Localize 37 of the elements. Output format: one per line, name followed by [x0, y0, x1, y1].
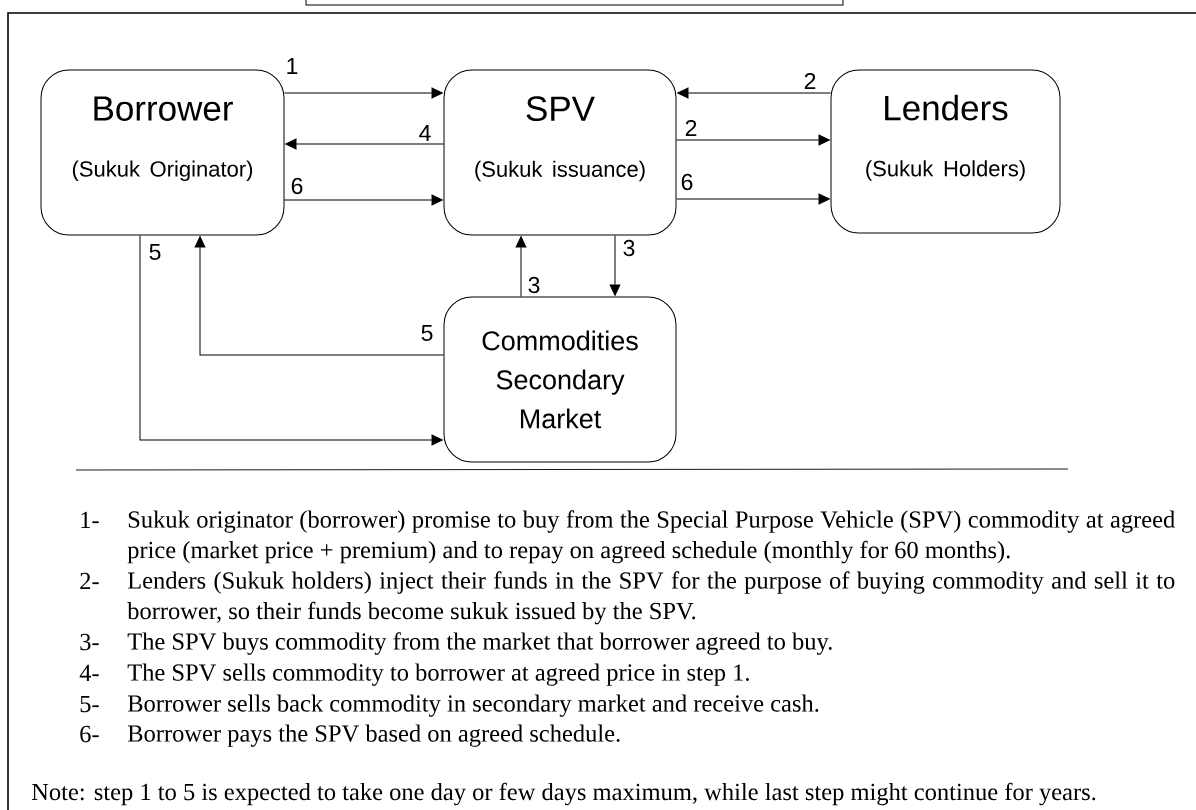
step-description: Sukuk originator (borrower) promise to buy from the Special Purpose Vehicle (SPV) commodity at agreed price (market price + premium) and to repay on agreed schedule (monthly for 60 months).: [127, 510, 1175, 564]
step-description: Borrower sells back commodity in secondary market and receive cash.: [127, 694, 819, 717]
note-text: Note: step 1 to 5 is expected to take one day or few days maximum, while last step might continue for years.: [31, 782, 1096, 806]
step-number: 6: [289, 176, 305, 196]
step-marker: 6-: [80, 725, 99, 743]
step-description: Lenders (Sukuk holders) inject their funds in the SPV for the purpose of buying commodity and sell it to borrower, so their funds become sukuk issued by the SPV.: [127, 571, 1175, 625]
step-description: Borrower pays the SPV based on agreed schedule.: [127, 724, 620, 747]
step-description: The SPV sells commodity to borrower at agreed price in step 1.: [127, 663, 749, 686]
party-box: SPV (Sukuk issuance): [443, 69, 677, 236]
arrow: [676, 193, 830, 205]
step-description: The SPV buys commodity from the market that borrower agreed to buy.: [127, 632, 832, 655]
step-number: 3: [621, 238, 637, 258]
party-box: Lenders (Sukuk Holders): [830, 69, 1061, 234]
step-marker: 1-: [81, 511, 99, 528]
step-number: 2: [683, 118, 699, 138]
arrow: [194, 236, 444, 356]
step-number: 5: [147, 242, 163, 261]
step-number: 4: [417, 124, 433, 142]
arrow: [284, 87, 443, 99]
arrow: [676, 134, 830, 146]
step-marker: 4-: [79, 664, 99, 681]
market-box: Commodities Secondary Market: [443, 296, 677, 463]
arrow: [285, 138, 444, 150]
step-marker: 2-: [80, 572, 99, 589]
arrow: [677, 87, 831, 99]
arrow: [284, 194, 443, 206]
step-number: 5: [419, 323, 435, 342]
arrow: [515, 236, 527, 297]
step-number: 3: [526, 275, 542, 295]
step-number: 2: [802, 71, 818, 91]
party-box: Borrower (Sukuk Originator): [40, 69, 285, 236]
arrow: [139, 235, 443, 446]
step-marker: 5-: [80, 695, 99, 713]
step-marker: 3-: [80, 633, 99, 651]
step-number: 6: [679, 172, 695, 192]
step-number: 1: [284, 57, 300, 75]
arrow: [609, 235, 621, 296]
